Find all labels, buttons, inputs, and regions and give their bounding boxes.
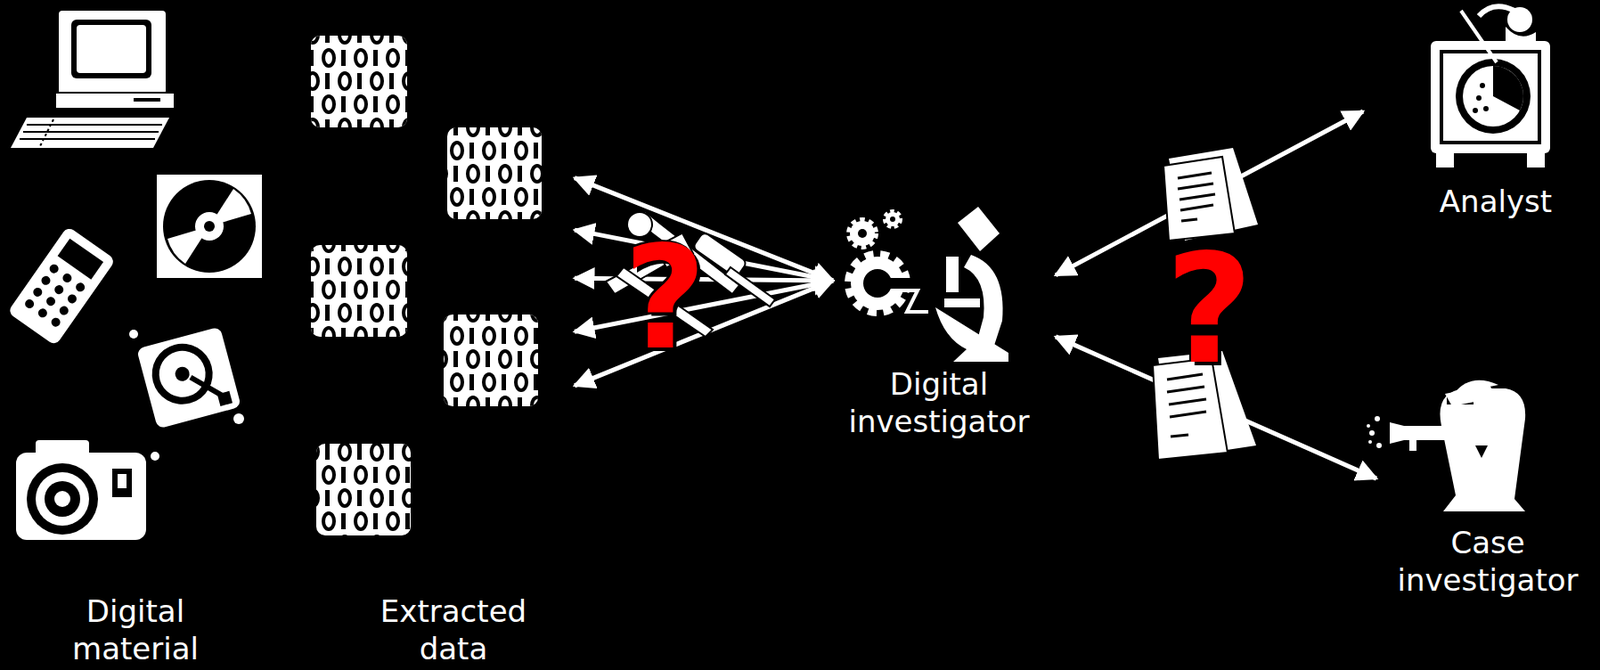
camera-icon bbox=[16, 440, 160, 540]
node-label: Case investigator bbox=[1380, 523, 1595, 599]
cd-icon bbox=[156, 174, 262, 278]
phone-icon bbox=[7, 226, 116, 347]
labelled-icon-node: Case investigator bbox=[1376, 383, 1591, 611]
labelled-icon-node: Extracted data bbox=[302, 26, 575, 670]
node-label: Extracted data bbox=[364, 592, 543, 668]
data-blocks bbox=[310, 35, 542, 536]
safe-icon bbox=[1430, 6, 1551, 168]
labelled-icon-node: Digital investigator bbox=[832, 200, 1056, 446]
question-mark: ? bbox=[623, 227, 707, 370]
labelled-icon-node: Analyst bbox=[1363, 0, 1577, 228]
node-label: Digital investigator bbox=[832, 365, 1046, 441]
document-icon bbox=[1152, 147, 1258, 460]
gears-microscope-icon bbox=[849, 206, 1009, 362]
node-label: Digital material bbox=[46, 592, 225, 668]
node-label: Analyst bbox=[1397, 182, 1594, 221]
labelled-icon-node: Digital material bbox=[4, 570, 272, 670]
hard-disk-icon bbox=[134, 325, 243, 432]
computer-icon bbox=[10, 10, 175, 148]
question-mark: ? bbox=[1165, 233, 1254, 385]
detective-icon bbox=[1366, 380, 1526, 512]
